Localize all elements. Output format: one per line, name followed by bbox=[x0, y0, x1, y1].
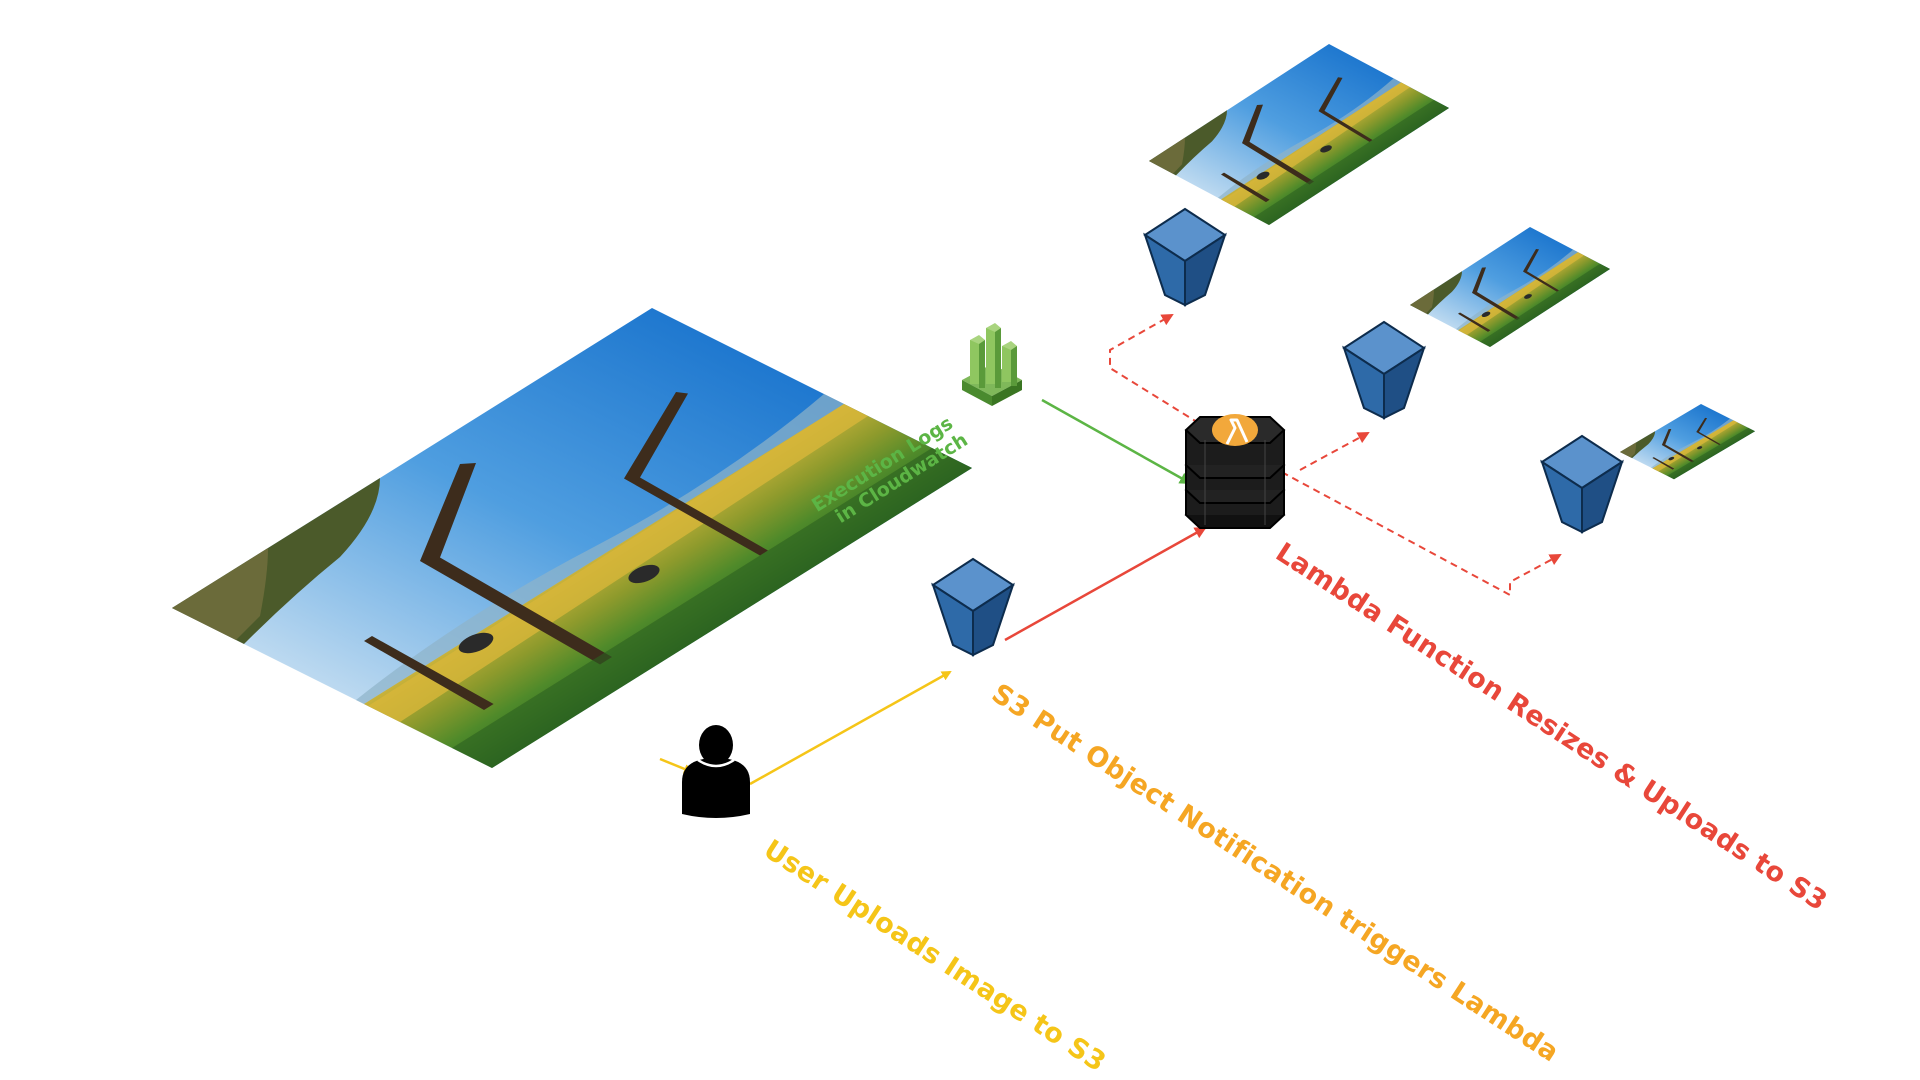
upload-to-s3-arrows bbox=[1109, 314, 1562, 597]
s3-bucket-icon bbox=[1343, 321, 1425, 419]
s3-bucket-icon bbox=[1144, 208, 1226, 306]
lambda-icon bbox=[1184, 414, 1286, 529]
person-icon bbox=[682, 725, 750, 818]
uploaded-image bbox=[172, 308, 972, 768]
cloudwatch-icon bbox=[962, 323, 1022, 406]
log-arrow bbox=[1041, 398, 1192, 485]
resized-image-large bbox=[1149, 44, 1449, 226]
s3-bucket-icon bbox=[1541, 435, 1623, 533]
resized-image-small bbox=[1620, 404, 1755, 480]
resized-image-medium bbox=[1410, 227, 1610, 347]
s3-bucket-icon bbox=[932, 558, 1014, 656]
trigger-arrow bbox=[1004, 526, 1207, 642]
